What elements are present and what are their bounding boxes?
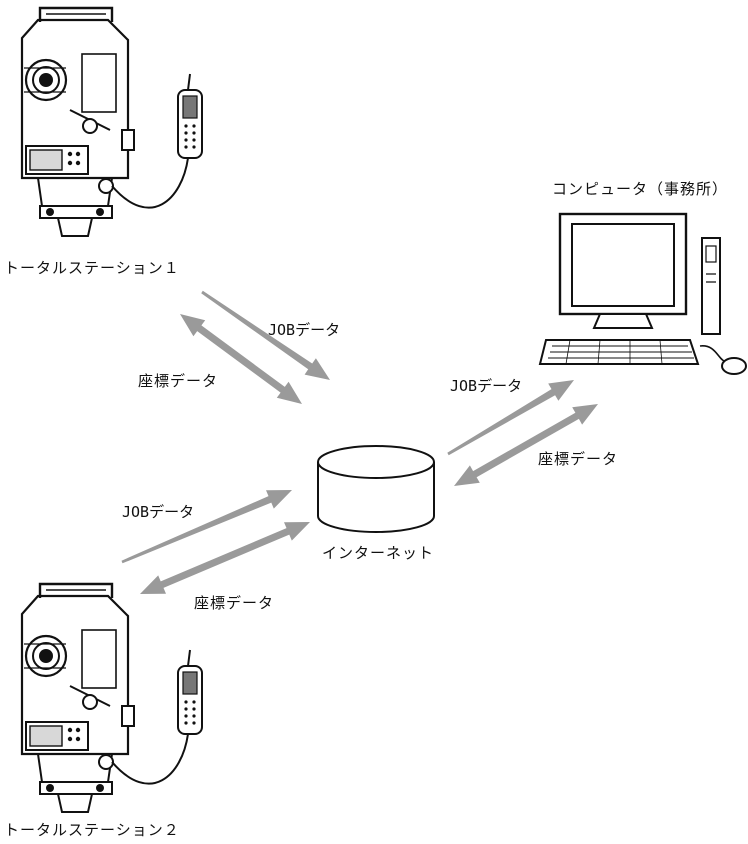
internet-label: インターネット xyxy=(322,544,435,562)
computer-job-arrow xyxy=(447,380,574,456)
computer-coord-arrow xyxy=(454,404,598,486)
station-1-coord-label: 座標データ xyxy=(138,372,219,390)
station-2-job-arrow xyxy=(121,490,292,564)
station-2-job-label: JOBデータ xyxy=(122,503,195,521)
total-station-2-illustration xyxy=(20,582,204,814)
station-2-coord-arrow xyxy=(140,522,310,594)
internet-cylinder-icon xyxy=(317,445,435,533)
station-2-coord-label: 座標データ xyxy=(194,594,275,612)
office-computer-illustration xyxy=(538,212,747,375)
total-station-1-illustration xyxy=(20,6,204,238)
station-1-coord-arrow xyxy=(180,314,302,404)
station-1-job-label: JOBデータ xyxy=(268,321,341,339)
computer-coord-label: 座標データ xyxy=(538,450,619,468)
station-1-job-arrow xyxy=(201,290,330,380)
station-2-label: トータルステーション２ xyxy=(4,821,180,839)
station-1-label: トータルステーション１ xyxy=(4,259,180,277)
computer-label: コンピュータ（事務所） xyxy=(552,180,729,198)
computer-job-label: JOBデータ xyxy=(450,377,523,395)
data-flow-arrows xyxy=(121,290,598,594)
